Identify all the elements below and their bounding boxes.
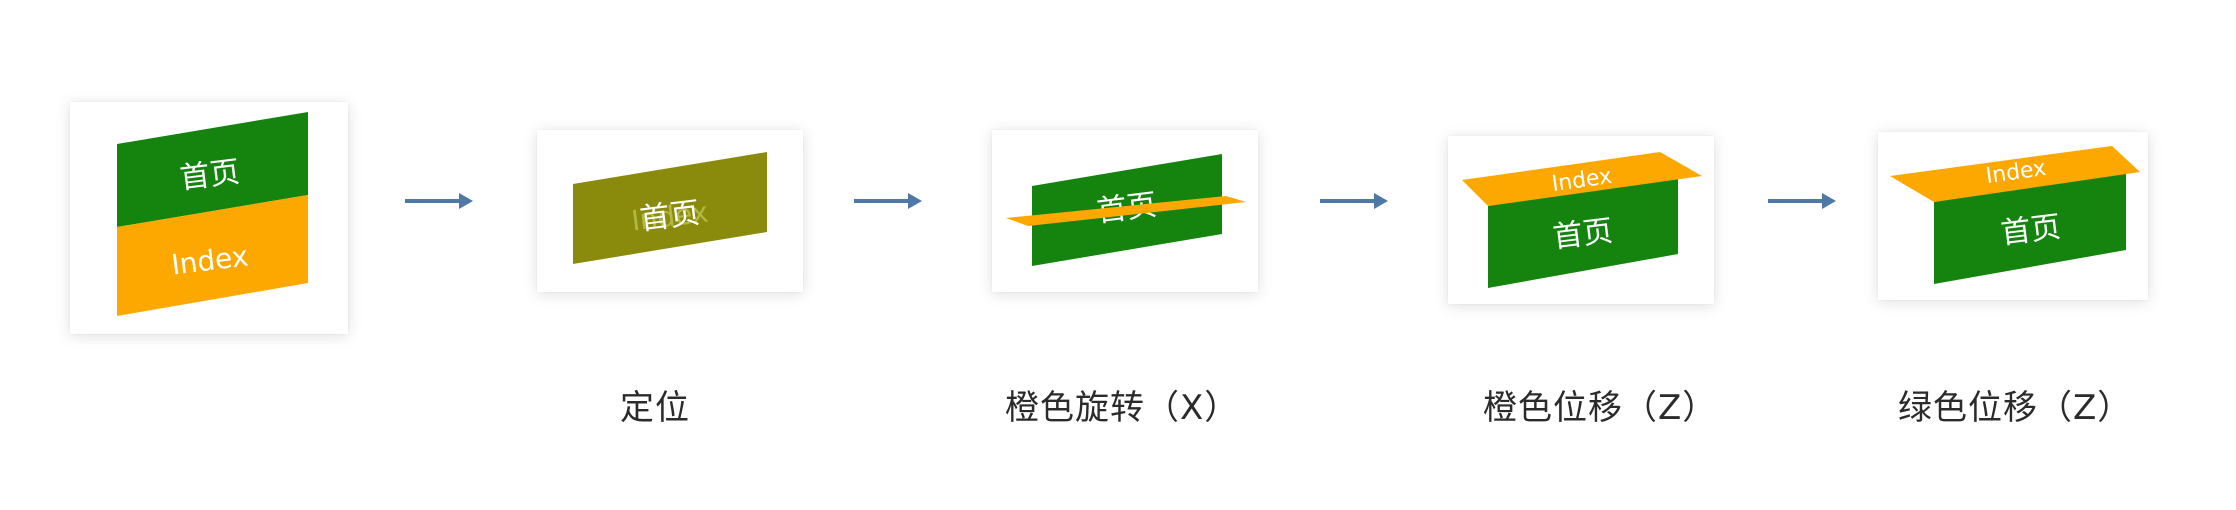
front-label: 首页 [1999,209,2063,251]
arrow-2 [852,190,924,216]
step-4-card: Index 首页 [1448,136,1714,304]
green-face [1488,174,1678,288]
orange-face [1006,196,1246,226]
step-1-illustration: 首页 Index [117,112,308,316]
green-face [117,112,308,227]
step-3-card: 首页 [992,130,1258,292]
step-3-illustration: 首页 [1006,154,1246,266]
step-2-card: Index 首页 [537,130,803,292]
step-1-card: 首页 Index [70,102,348,334]
front-label: 首页 [638,195,702,237]
front-label: 首页 [1551,213,1615,255]
front-label: 首页 [178,154,242,196]
step-3-caption: 橙色旋转（X） [1005,388,1240,428]
overlapped-face [573,152,767,264]
arrow-3 [1318,190,1390,216]
step-4-caption: 橙色位移（Z） [1483,388,1718,428]
step-2-caption: 定位 [620,388,690,428]
green-face [1934,170,2126,284]
orange-face [1462,152,1702,206]
orange-face [117,195,308,316]
step-5-illustration: Index 首页 [1890,146,2140,284]
arrow-4 [1766,190,1838,216]
arrow-1 [403,190,475,216]
orange-face [1890,146,2140,202]
step-2-illustration: Index 首页 [573,152,767,264]
step-4-illustration: Index 首页 [1462,152,1702,288]
step-5-caption: 绿色位移（Z） [1898,388,2133,428]
step-5-card: Index 首页 [1878,132,2148,300]
